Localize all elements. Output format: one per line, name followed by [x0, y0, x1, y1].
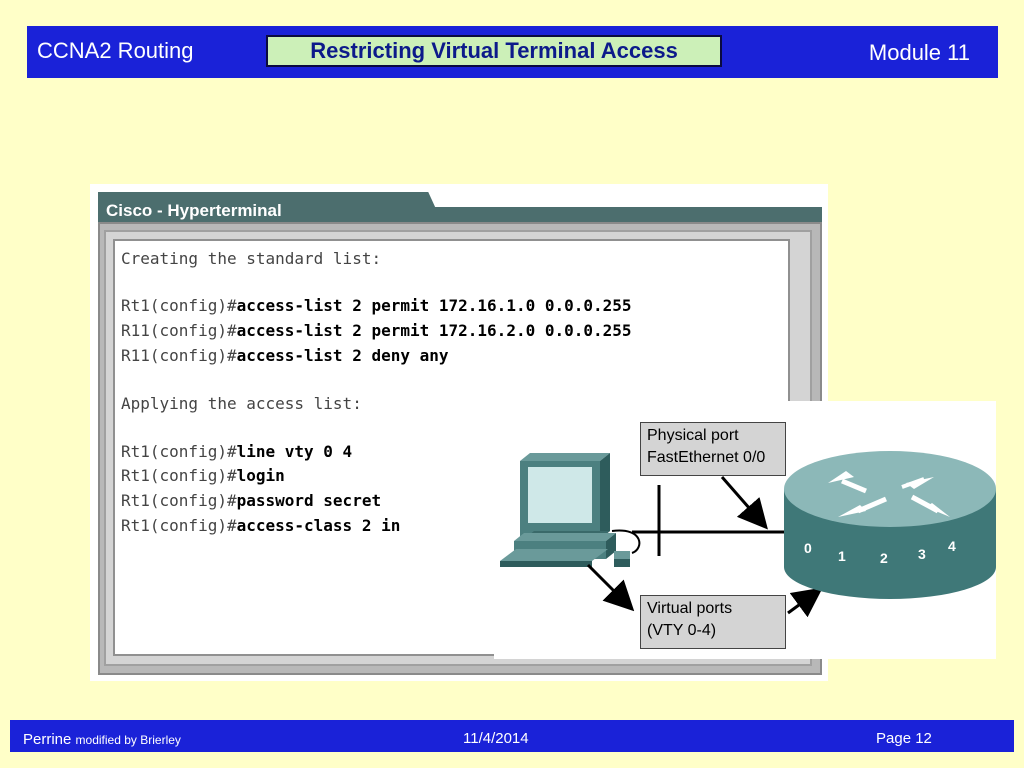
physical-port-label: Physical port [647, 427, 739, 444]
port-label-3: 3 [918, 546, 926, 562]
virtual-ports-label: Virtual ports [647, 600, 733, 617]
physical-port-name: FastEthernet 0/0 [647, 449, 766, 466]
vty-arrow-to-router [787, 587, 823, 618]
terminal-line: R11(config)#access-list 2 permit 172.16.… [121, 321, 632, 340]
terminal-line: Rt1(config)#login [121, 466, 285, 485]
physical-port-callout: Physical port FastEthernet 0/0 [640, 422, 786, 476]
port-label-1: 1 [838, 548, 846, 564]
course-title: CCNA2 Routing [37, 38, 194, 63]
footer-date: 11/4/2014 [463, 730, 529, 747]
module-label: Module 11 [868, 40, 970, 65]
terminal-line: Rt1(config)#access-class 2 in [121, 516, 401, 535]
terminal-line: Creating the standard list: [121, 249, 382, 268]
window-title: Cisco - Hyperterminal [106, 201, 282, 220]
router-icon [784, 451, 996, 599]
vty-arrow-from-pc [586, 563, 635, 612]
computer-icon [500, 453, 641, 567]
terminal-line: Rt1(config)#line vty 0 4 [121, 442, 353, 461]
network-diagram: 0 1 2 3 4 Physical port FastEthernet 0/0… [494, 401, 996, 659]
port-label-0: 0 [804, 540, 812, 556]
port-label-2: 2 [880, 550, 888, 566]
slide-title: Restricting Virtual Terminal Access [266, 35, 722, 67]
physical-port-arrow [720, 476, 768, 530]
terminal-line: Applying the access list: [121, 394, 362, 413]
virtual-ports-callout: Virtual ports (VTY 0-4) [640, 595, 786, 649]
footer-page: Page 12 [876, 730, 932, 747]
diagram-graphics: 0 1 2 3 4 [500, 451, 996, 618]
footer-author: Perrine modified by Brierley [23, 731, 181, 748]
virtual-ports-range: (VTY 0-4) [647, 622, 717, 639]
terminal-line: R11(config)#access-list 2 deny any [121, 346, 449, 365]
terminal-line: Rt1(config)#password secret [121, 491, 382, 510]
terminal-line: Rt1(config)#access-list 2 permit 172.16.… [121, 296, 632, 315]
window-titlebar [98, 207, 822, 223]
port-label-4: 4 [948, 538, 956, 554]
footer-bar: Perrine modified by Brierley 11/4/2014 P… [10, 720, 1014, 752]
header-bar: CCNA2 Routing Restricting Virtual Termin… [27, 26, 998, 78]
